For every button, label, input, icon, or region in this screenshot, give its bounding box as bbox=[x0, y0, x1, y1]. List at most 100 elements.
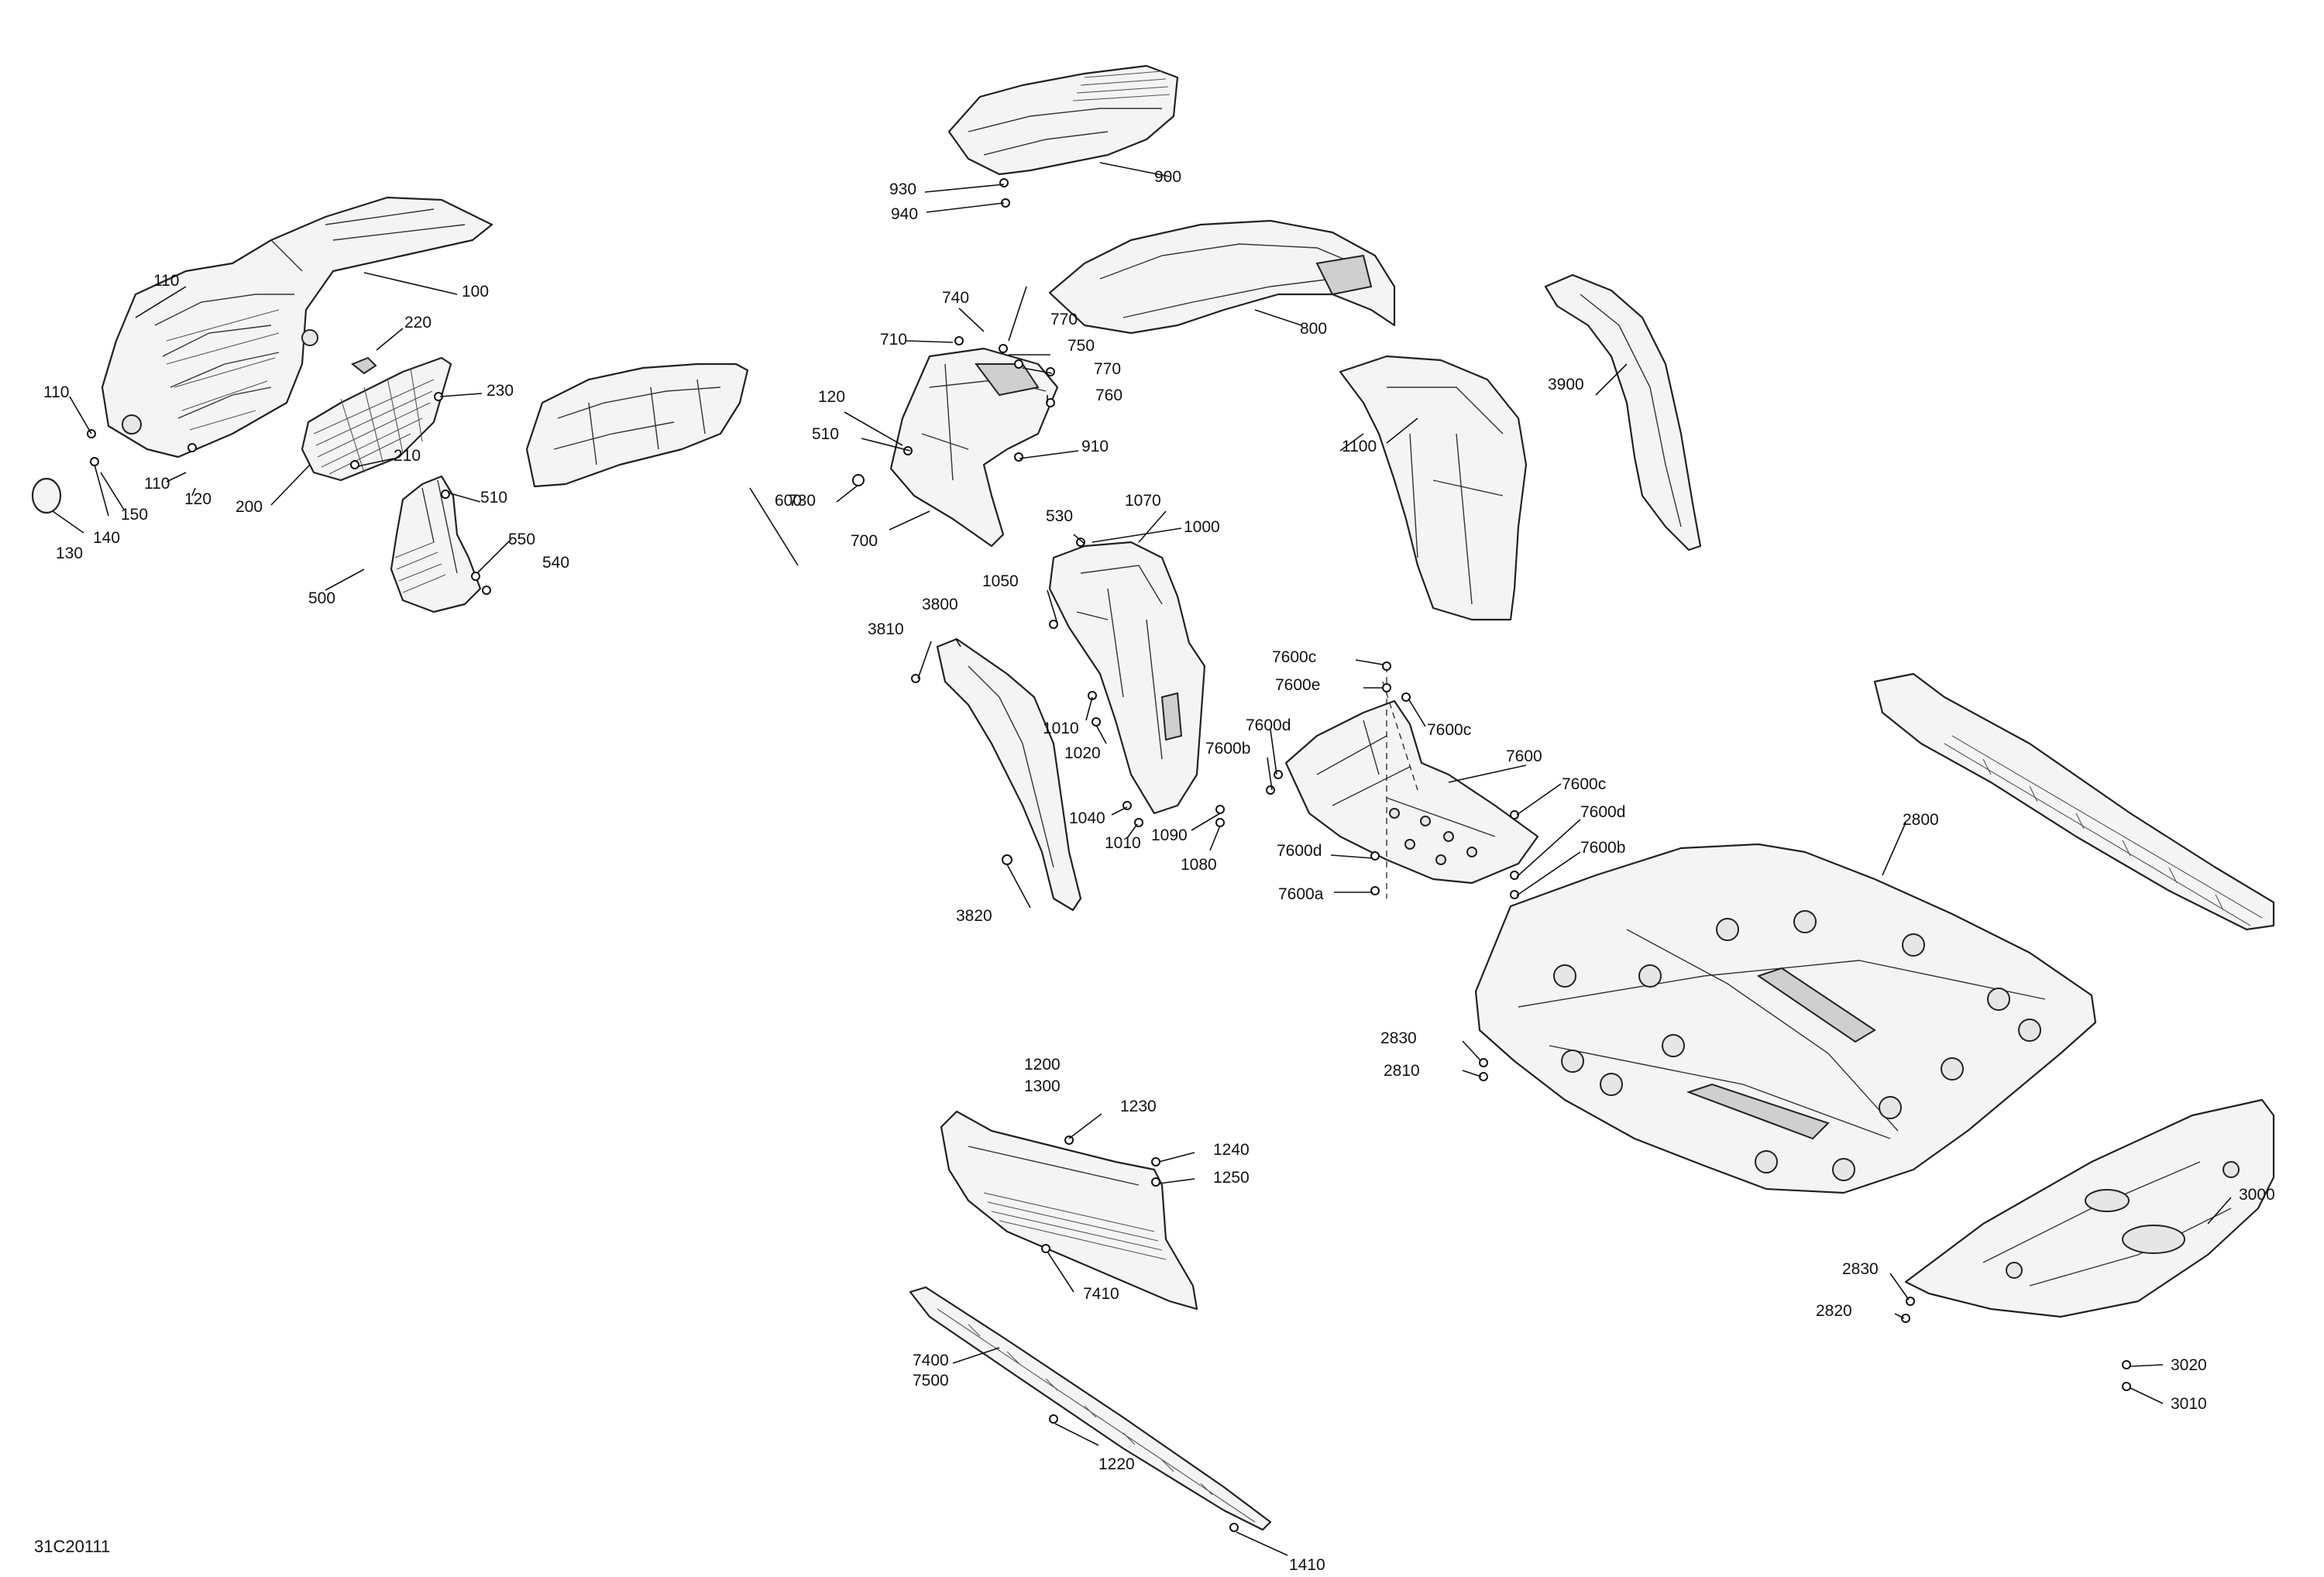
label-7600b: 7600b bbox=[1580, 839, 1626, 857]
label-1240: 1240 bbox=[1213, 1141, 1250, 1159]
part-7400-footrest bbox=[909, 1286, 1272, 1531]
label-510: 510 bbox=[812, 425, 840, 443]
part-7600-skid-plate bbox=[1284, 666, 1539, 898]
label-770: 770 bbox=[1094, 360, 1122, 378]
leader-lines bbox=[52, 162, 2232, 1556]
label-7600a: 7600a bbox=[1278, 885, 1324, 903]
label-140: 140 bbox=[93, 529, 121, 547]
label-7600c: 7600c bbox=[1562, 775, 1607, 793]
part-3000-rear-skid bbox=[1904, 1098, 2275, 1318]
part-3800-pillar bbox=[936, 637, 1082, 912]
label-700: 700 bbox=[851, 532, 878, 550]
part-1100-rear-pillar bbox=[1339, 355, 1528, 621]
label-710: 710 bbox=[880, 331, 908, 349]
label-1090: 1090 bbox=[1151, 826, 1188, 844]
label-7600c: 7600c bbox=[1427, 721, 1472, 739]
label-2810: 2810 bbox=[1384, 1062, 1420, 1080]
label-220: 220 bbox=[404, 314, 432, 332]
label-3000: 3000 bbox=[2239, 1186, 2275, 1204]
label-7600e: 7600e bbox=[1275, 676, 1321, 694]
label-1250: 1250 bbox=[1213, 1169, 1250, 1187]
label-1230: 1230 bbox=[1120, 1098, 1157, 1115]
label-7400: 7400 bbox=[913, 1352, 949, 1369]
label-3900: 3900 bbox=[1548, 376, 1584, 393]
label-7600: 7600 bbox=[1506, 747, 1542, 765]
label-1010: 1010 bbox=[1105, 834, 1141, 852]
label-800: 800 bbox=[1300, 320, 1328, 338]
label-3010: 3010 bbox=[2171, 1395, 2207, 1413]
label-120: 120 bbox=[184, 490, 212, 508]
label-2800: 2800 bbox=[1903, 811, 1939, 829]
label-740: 740 bbox=[942, 289, 970, 307]
label-910: 910 bbox=[1081, 438, 1109, 455]
label-3820: 3820 bbox=[956, 907, 992, 925]
label-1220: 1220 bbox=[1098, 1455, 1135, 1473]
label-3020: 3020 bbox=[2171, 1356, 2207, 1374]
label-1100: 1100 bbox=[1342, 438, 1377, 455]
label-3810: 3810 bbox=[868, 620, 904, 638]
label-2830: 2830 bbox=[1842, 1260, 1879, 1278]
label-2820: 2820 bbox=[1816, 1302, 1852, 1320]
label-940: 940 bbox=[891, 205, 919, 223]
label-7600d: 7600d bbox=[1580, 803, 1626, 821]
label-7600b: 7600b bbox=[1205, 740, 1251, 758]
label-230: 230 bbox=[486, 382, 514, 400]
part-800-cowl bbox=[1048, 219, 1396, 335]
label-110: 110 bbox=[43, 383, 70, 401]
part-900-hood bbox=[947, 64, 1179, 176]
label-7600d: 7600d bbox=[1246, 716, 1291, 734]
label-110: 110 bbox=[144, 475, 170, 493]
label-1010: 1010 bbox=[1043, 720, 1079, 737]
label-3800: 3800 bbox=[922, 596, 958, 613]
part-1000-console bbox=[1048, 541, 1206, 815]
part-3900-rear-strip bbox=[1544, 273, 1702, 551]
label-1200: 1200 bbox=[1024, 1056, 1061, 1074]
label-120: 120 bbox=[818, 388, 846, 406]
label-750: 750 bbox=[1067, 337, 1095, 355]
label-1300: 1300 bbox=[1024, 1077, 1061, 1095]
label-510: 510 bbox=[480, 489, 508, 507]
label-770: 770 bbox=[1050, 311, 1078, 328]
label-2830: 2830 bbox=[1380, 1029, 1417, 1047]
label-930: 930 bbox=[889, 180, 917, 198]
label-540: 540 bbox=[542, 554, 570, 572]
label-760: 760 bbox=[1095, 387, 1123, 404]
label-1020: 1020 bbox=[1064, 744, 1101, 762]
label-530: 530 bbox=[1046, 507, 1074, 525]
label-130: 130 bbox=[56, 545, 84, 562]
label-730: 730 bbox=[789, 492, 816, 510]
label-550: 550 bbox=[508, 531, 536, 548]
label-1040: 1040 bbox=[1069, 809, 1105, 827]
label-210: 210 bbox=[394, 447, 421, 465]
part-rocker-rail bbox=[1873, 672, 2275, 931]
part-700-side-panel bbox=[889, 347, 1059, 548]
label-110: 110 bbox=[153, 272, 180, 290]
part-500-duct bbox=[390, 475, 482, 613]
part-220-clip bbox=[351, 356, 377, 375]
label-900: 900 bbox=[1154, 168, 1182, 186]
label-1000: 1000 bbox=[1184, 518, 1220, 536]
part-130-cap bbox=[31, 477, 62, 514]
label-100: 100 bbox=[462, 283, 490, 301]
label-1050: 1050 bbox=[982, 572, 1019, 590]
label-600: 600 bbox=[775, 492, 803, 510]
label-500: 500 bbox=[308, 589, 336, 607]
label-150: 150 bbox=[121, 506, 149, 524]
label-1410: 1410 bbox=[1289, 1556, 1325, 1574]
label-7400-7500: 7400 7500 bbox=[913, 1352, 949, 1390]
label-1200-1300: 1200 1300 bbox=[1024, 1056, 1061, 1095]
label-1070: 1070 bbox=[1125, 492, 1161, 510]
diagram-code: 31C20111 bbox=[34, 1537, 111, 1556]
part-100-front-fascia bbox=[101, 196, 493, 459]
label-7500: 7500 bbox=[913, 1372, 949, 1390]
label-7600d: 7600d bbox=[1277, 842, 1322, 860]
part-600-inner-panel bbox=[525, 362, 749, 488]
label-200: 200 bbox=[235, 498, 263, 516]
part-1200-lower-panel bbox=[940, 1110, 1198, 1311]
label-7410: 7410 bbox=[1083, 1285, 1119, 1303]
label-7600c: 7600c bbox=[1272, 648, 1317, 666]
part-2800-floor-pan bbox=[1474, 843, 2097, 1194]
label-1080: 1080 bbox=[1181, 856, 1217, 874]
